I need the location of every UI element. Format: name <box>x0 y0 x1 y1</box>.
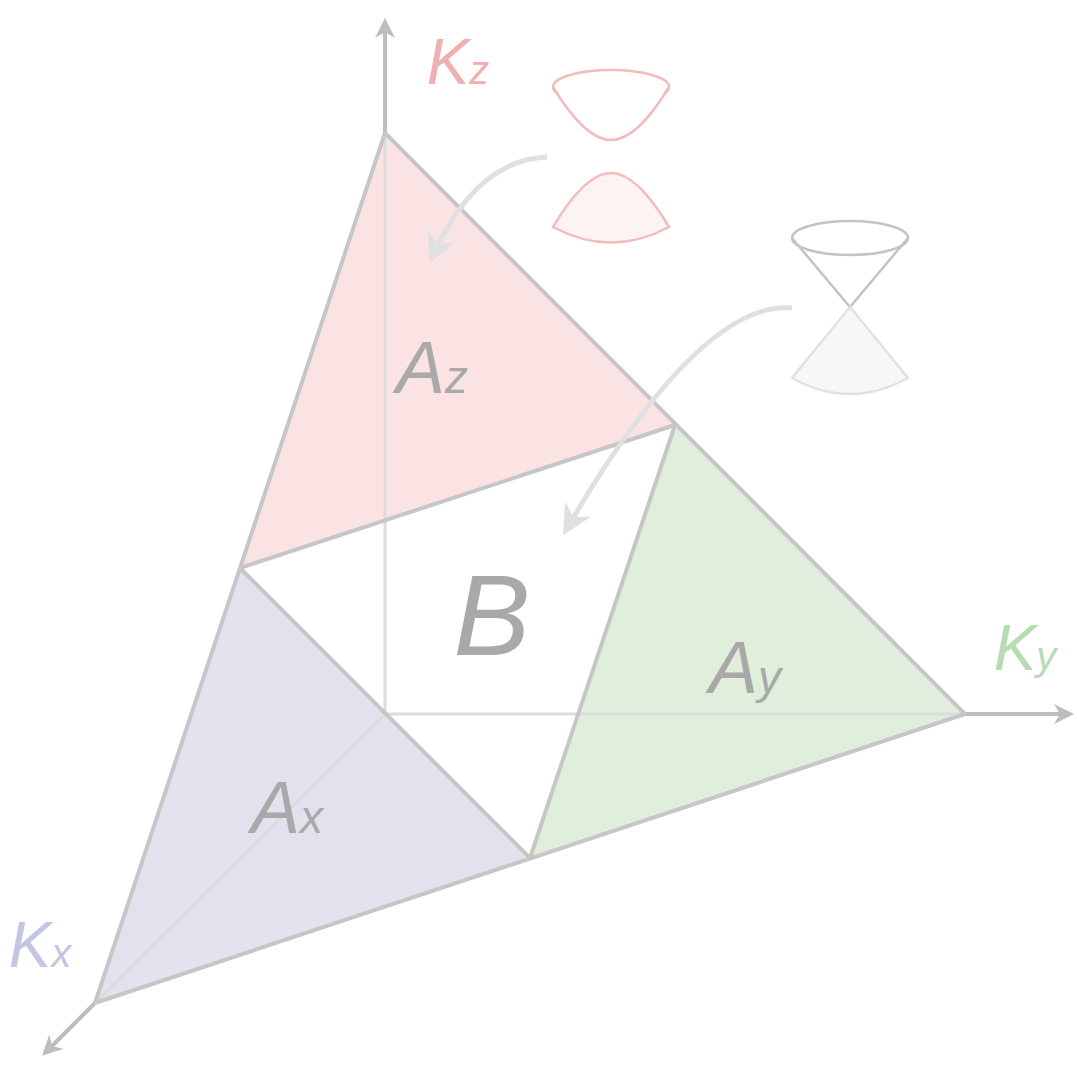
axis-label-ky: Ky <box>994 616 1057 680</box>
region-label: B <box>454 558 531 673</box>
phase-region: Ax <box>245 767 329 849</box>
axis-arrows <box>45 22 1070 1053</box>
gapped-band-icon <box>553 70 669 243</box>
phase-region: Az <box>390 327 474 409</box>
phase-region: Ay <box>703 627 787 709</box>
axis-label-kx: Kx <box>9 913 72 977</box>
region-label: Ax <box>251 771 323 845</box>
region-label: Ay <box>709 631 781 705</box>
region-ay <box>530 425 965 858</box>
inner-axes <box>95 133 965 1003</box>
region-borders <box>95 133 965 1003</box>
region-az <box>240 133 675 568</box>
axis-label-kz: Kz <box>427 30 490 94</box>
callout-arrows <box>432 157 792 530</box>
region-label: Az <box>396 331 468 405</box>
phase-region: B <box>448 554 537 677</box>
dirac-cone-icon <box>792 221 908 394</box>
